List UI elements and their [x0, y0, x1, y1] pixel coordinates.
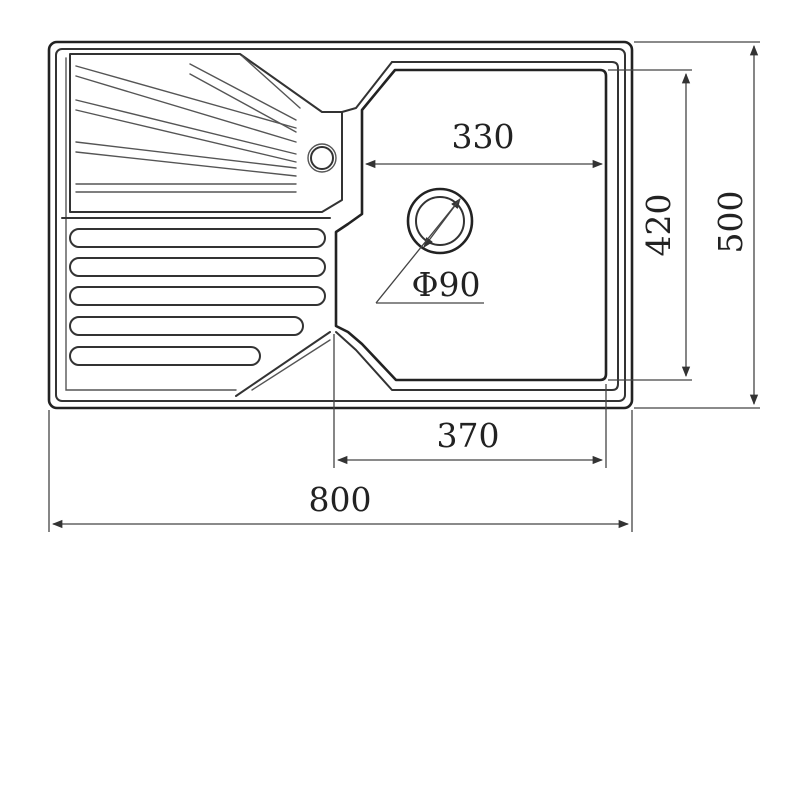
drainer-ribs [69, 228, 331, 397]
drain-hole [406, 187, 474, 255]
dimension-bowl-offset: 370 [333, 334, 607, 468]
bowl-width-label: 330 [452, 117, 515, 156]
drain-diameter-label: Φ90 [411, 265, 480, 304]
overall-width-label: 800 [309, 480, 372, 519]
bowl [334, 61, 619, 391]
dimension-drain-diameter: Φ90 [375, 198, 484, 304]
drainboard [61, 53, 343, 391]
bowl-depth-label: 420 [639, 194, 678, 257]
dimension-bowl-depth: 420 [608, 69, 692, 381]
overall-depth-label: 500 [711, 191, 750, 254]
drainboard-grooves [75, 55, 301, 193]
dimension-overall-depth: 500 [634, 41, 760, 409]
tap-hole [310, 146, 334, 170]
bowl-offset-label: 370 [437, 416, 500, 455]
sink-outline [47, 40, 634, 410]
dimension-overall-width: 800 [48, 410, 633, 532]
dimension-bowl-width: 330 [364, 117, 604, 169]
